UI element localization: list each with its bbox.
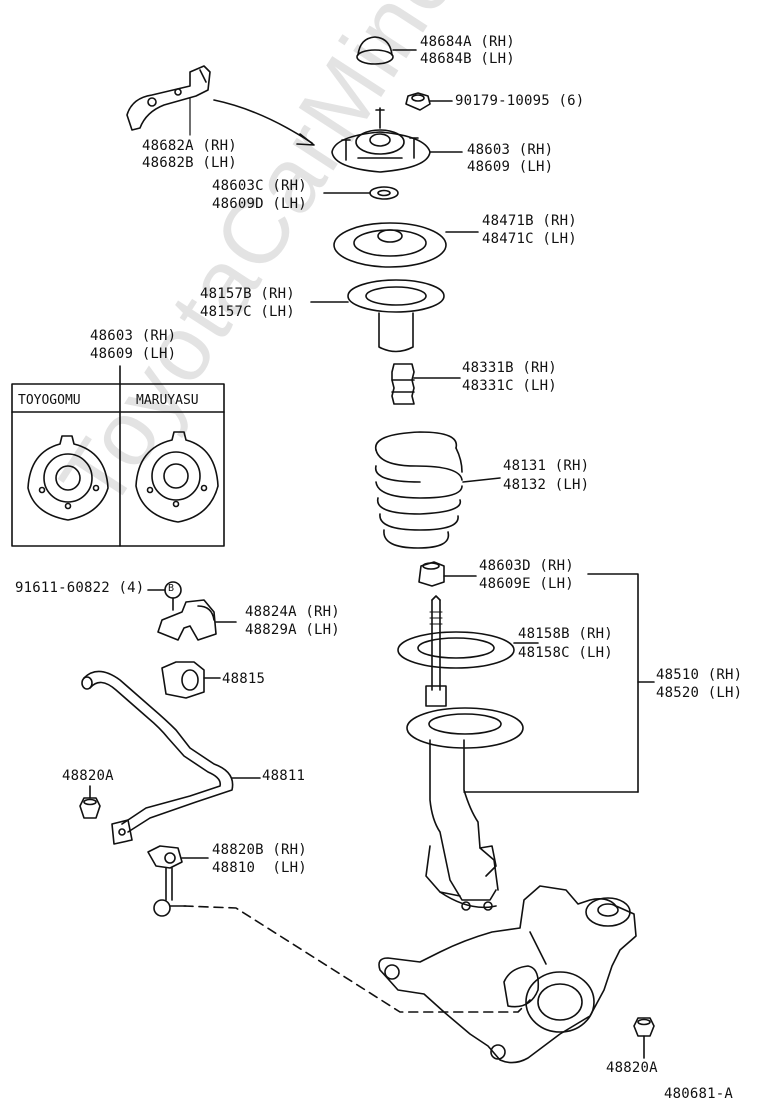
label-48682a: 48682A (RH): [142, 138, 237, 154]
label-48510: 48510 (RH): [656, 667, 743, 683]
bolt-marker-b: B: [168, 583, 175, 594]
upper-seat-drawing: [333, 222, 479, 268]
inset-col-maruyasu: MARUYASU: [136, 393, 199, 408]
label-48824a: 48824A (RH): [245, 604, 340, 620]
bottom-nut-drawing: [633, 1017, 655, 1059]
label-48820b: 48820B (RH): [212, 842, 307, 858]
nut-drawing: [405, 92, 453, 111]
label-48682b: 48682B (LH): [142, 155, 237, 171]
label-90179: 90179-10095 (6): [455, 93, 585, 109]
shock-absorber-drawing: [397, 595, 639, 911]
label-48603: 48603 (RH): [467, 142, 554, 158]
bound-stopper-drawing: [391, 363, 461, 405]
label-91611: 91611-60822 (4): [15, 580, 145, 596]
label-48684a: 48684A (RH): [420, 34, 515, 50]
assembly-arrow: [213, 99, 315, 146]
label-inset-48603: 48603 (RH): [90, 328, 177, 344]
support-mount-drawing: [331, 107, 463, 173]
label-48331b: 48331B (RH): [462, 360, 557, 376]
diagram-code: 480681-A: [664, 1086, 734, 1102]
label-48609d: 48609D (LH): [212, 196, 307, 212]
stabilizer-link-drawing: [147, 845, 209, 917]
label-48609e: 48609E (LH): [479, 576, 574, 592]
stabilizer-bracket-drawing: [147, 581, 237, 641]
label-48157b: 48157B (RH): [200, 286, 295, 302]
label-48829a: 48829A (LH): [245, 622, 340, 638]
label-inset-48609: 48609 (LH): [90, 346, 177, 362]
label-48131: 48131 (RH): [503, 458, 590, 474]
stabilizer-bar-drawing: [81, 670, 261, 845]
stabilizer-nut-drawing: [79, 785, 101, 819]
bracket-drawing: [126, 65, 211, 136]
bearing-drawing: [310, 279, 445, 353]
label-48603c: 48603C (RH): [212, 178, 307, 194]
label-48811: 48811: [262, 768, 306, 784]
label-48471c: 48471C (LH): [482, 231, 577, 247]
label-48132: 48132 (LH): [503, 477, 590, 493]
link-dashed-leader: [183, 905, 531, 1013]
inset-col-toyogomu: TOYOGOMU: [18, 393, 81, 408]
bushing-drawing: [161, 661, 221, 699]
label-48158b: 48158B (RH): [518, 626, 613, 642]
label-48471b: 48471B (RH): [482, 213, 577, 229]
dust-cap-drawing: [356, 36, 417, 65]
label-48603d: 48603D (RH): [479, 558, 574, 574]
label-48820a-bottom: 48820A: [606, 1060, 658, 1076]
knuckle-drawing: [378, 885, 637, 1064]
label-48820a-top: 48820A: [62, 768, 114, 784]
label-48684b: 48684B (LH): [420, 51, 515, 67]
coil-spring-drawing: [375, 431, 501, 549]
washer-drawing: [323, 186, 399, 200]
label-48815: 48815: [222, 671, 266, 687]
strut-nut-drawing: [418, 561, 477, 587]
label-48157c: 48157C (LH): [200, 304, 295, 320]
inset-box: [11, 365, 225, 547]
label-48810: 48810 (LH): [212, 860, 307, 876]
label-48331c: 48331C (LH): [462, 378, 557, 394]
label-48158c: 48158C (LH): [518, 645, 613, 661]
strut-assembly-bracket: [587, 573, 639, 793]
label-48609: 48609 (LH): [467, 159, 554, 175]
label-48520: 48520 (LH): [656, 685, 743, 701]
